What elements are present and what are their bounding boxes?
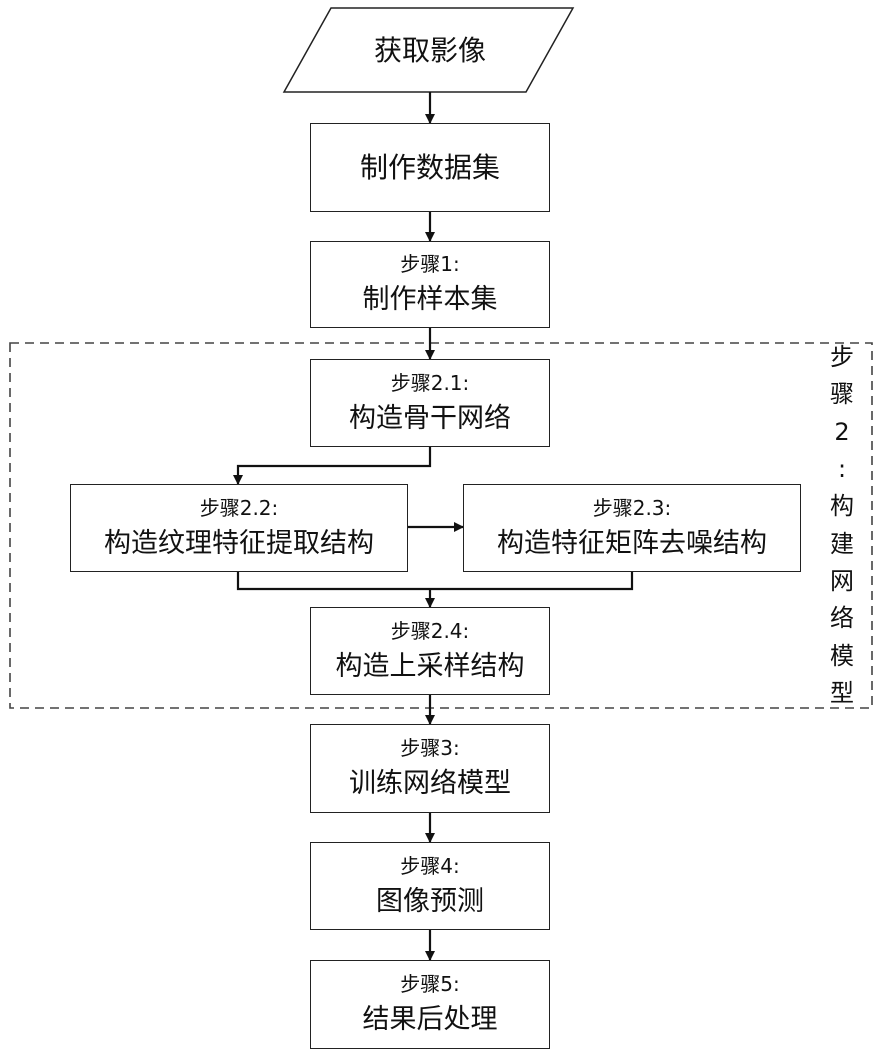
step2-group-label: 步 骤 2 : 构 建 网 络 模 型 xyxy=(822,345,862,705)
group-label-char: 模 xyxy=(830,644,854,668)
step2-2-title: 构造纹理特征提取结构 xyxy=(104,527,374,561)
step2-4-node: 步骤2.4: 构造上采样结构 xyxy=(310,607,550,695)
group-label-char: 建 xyxy=(830,532,854,556)
step2-1-node: 步骤2.1: 构造骨干网络 xyxy=(310,359,550,447)
group-label-char: 络 xyxy=(830,606,854,630)
group-label-char: 骤 xyxy=(830,382,854,406)
step2-2-label: 步骤2.2: xyxy=(200,496,279,521)
step5-title: 结果后处理 xyxy=(363,1003,498,1037)
step2-4-title: 构造上采样结构 xyxy=(336,650,525,684)
acquire-node: 获取影像 xyxy=(290,8,570,92)
group-label-char: 网 xyxy=(830,569,854,593)
group-label-char: 型 xyxy=(830,681,854,705)
step2-1-title: 构造骨干网络 xyxy=(349,402,511,436)
step4-label: 步骤4: xyxy=(400,854,459,879)
group-label-char: 构 xyxy=(830,494,854,518)
step2-1-label: 步骤2.1: xyxy=(391,371,470,396)
step3-label: 步骤3: xyxy=(400,736,459,761)
arrow-step2-1-to-step2-2 xyxy=(238,447,430,484)
step2-3-node: 步骤2.3: 构造特征矩阵去噪结构 xyxy=(463,484,801,572)
dataset-title: 制作数据集 xyxy=(360,150,500,185)
step5-node: 步骤5: 结果后处理 xyxy=(310,960,550,1049)
step4-node: 步骤4: 图像预测 xyxy=(310,842,550,930)
group-label-char: : xyxy=(838,457,846,481)
step4-title: 图像预测 xyxy=(376,885,484,919)
group-label-char: 步 xyxy=(830,345,854,369)
step5-label: 步骤5: xyxy=(400,972,459,997)
line-step2-2-merge xyxy=(238,572,632,589)
dataset-node: 制作数据集 xyxy=(310,123,550,212)
step2-3-title: 构造特征矩阵去噪结构 xyxy=(497,527,767,561)
step1-node: 步骤1: 制作样本集 xyxy=(310,241,550,328)
step1-label: 步骤1: xyxy=(400,252,459,277)
group-label-char: 2 xyxy=(834,420,849,444)
step2-4-label: 步骤2.4: xyxy=(391,619,470,644)
step2-3-label: 步骤2.3: xyxy=(593,496,672,521)
step3-title: 训练网络模型 xyxy=(349,767,511,801)
step3-node: 步骤3: 训练网络模型 xyxy=(310,724,550,813)
step2-2-node: 步骤2.2: 构造纹理特征提取结构 xyxy=(70,484,408,572)
acquire-title: 获取影像 xyxy=(374,33,486,68)
step1-title: 制作样本集 xyxy=(363,283,498,317)
